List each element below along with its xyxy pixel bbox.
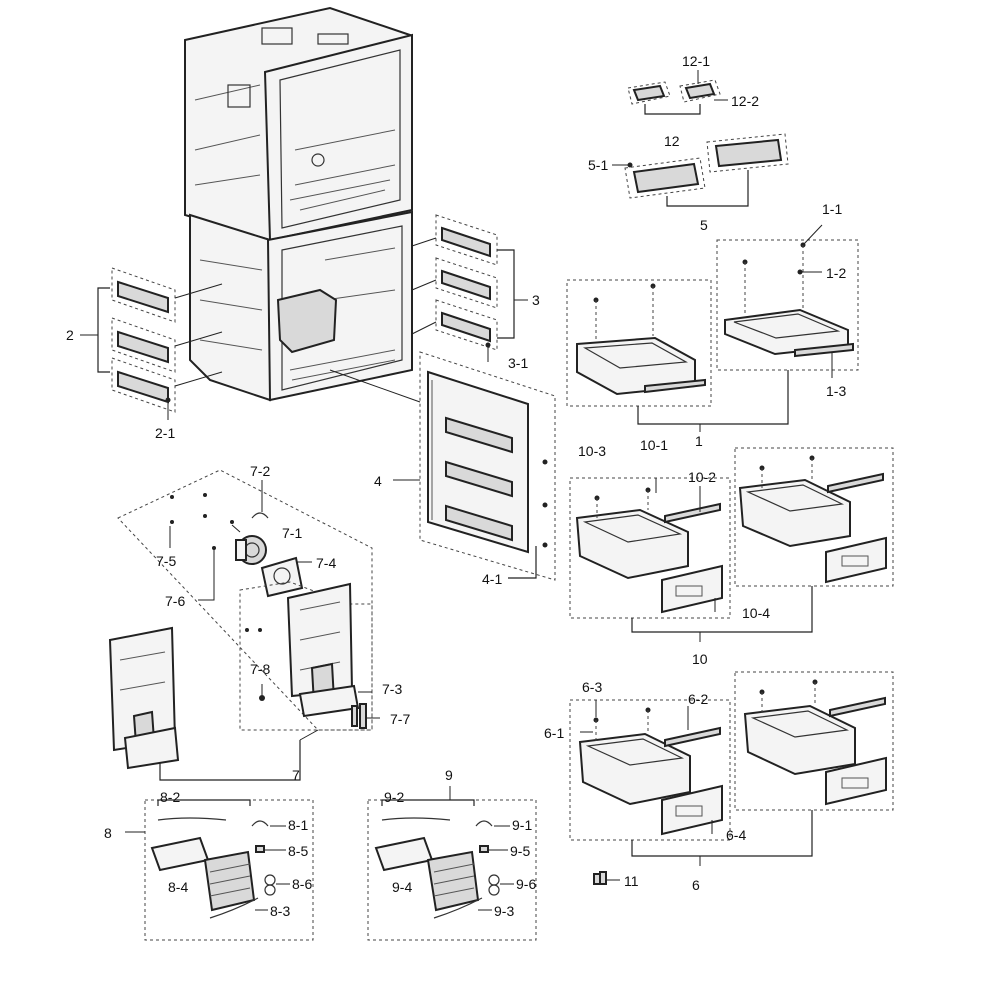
- callout-8-4: 8-4: [168, 879, 188, 895]
- callout-10-1: 10-1: [640, 437, 668, 453]
- callout-7-1: 7-1: [282, 525, 302, 541]
- callout-1: 1: [695, 433, 703, 449]
- callout-labels: 12-1 12-2 12 5-1 5 1-1 1-2 1-3 1 2 2-1 3…: [66, 53, 846, 919]
- callout-8-6: 8-6: [292, 876, 312, 892]
- upper-cabinet-inner-opening: [279, 49, 401, 229]
- callout-10-3: 10-3: [578, 443, 606, 459]
- part-7-evaporator-cover: [108, 469, 380, 781]
- part-2-rails: [80, 267, 223, 420]
- callout-1-2: 1-2: [826, 265, 846, 281]
- lower-cabinet-front-frame: [266, 210, 413, 402]
- callout-6: 6: [692, 877, 700, 893]
- callout-1-3: 1-3: [826, 383, 846, 399]
- callout-5: 5: [700, 217, 708, 233]
- callout-9-6: 9-6: [516, 876, 536, 892]
- callout-9: 9: [445, 767, 453, 783]
- part-4-panel: [329, 351, 556, 581]
- part-10-drawers: [569, 447, 894, 642]
- callout-5-1: 5-1: [588, 157, 608, 173]
- part-9-evaporator: [367, 786, 537, 941]
- callout-6-2: 6-2: [688, 691, 708, 707]
- callout-8: 8: [104, 825, 112, 841]
- lower-cabinet-side: [189, 213, 271, 402]
- callout-7-8: 7-8: [250, 661, 270, 677]
- callout-9-5: 9-5: [510, 843, 530, 859]
- upper-cabinet-front-frame: [263, 33, 413, 242]
- callout-3: 3: [532, 292, 540, 308]
- part-8-evaporator: [125, 799, 314, 941]
- callout-8-5: 8-5: [288, 843, 308, 859]
- callout-7-2: 7-2: [250, 463, 270, 479]
- callout-7-5: 7-5: [156, 553, 176, 569]
- part-11-clip: [593, 871, 620, 885]
- callout-10: 10: [692, 651, 708, 667]
- callout-10-2: 10-2: [688, 469, 716, 485]
- callout-9-3: 9-3: [494, 903, 514, 919]
- part-3-rails: [411, 214, 528, 362]
- callout-7-4: 7-4: [316, 555, 336, 571]
- lower-cabinet-center-bin: [276, 288, 338, 354]
- callout-8-1: 8-1: [288, 817, 308, 833]
- cabinet-assembly: [184, 6, 413, 402]
- callout-7-6: 7-6: [165, 593, 185, 609]
- callout-3-1: 3-1: [508, 355, 528, 371]
- callout-6-3: 6-3: [582, 679, 602, 695]
- callout-4-1: 4-1: [482, 571, 502, 587]
- callout-10-4: 10-4: [742, 605, 770, 621]
- callout-2: 2: [66, 327, 74, 343]
- callout-12-2: 12-2: [731, 93, 759, 109]
- callout-11: 11: [624, 873, 639, 889]
- callout-7: 7: [292, 767, 300, 783]
- callout-12-1: 12-1: [682, 53, 710, 69]
- callout-9-4: 9-4: [392, 879, 412, 895]
- callout-9-2: 9-2: [384, 789, 404, 805]
- part-12-and-5-covers: [612, 70, 789, 207]
- callout-2-1: 2-1: [155, 425, 175, 441]
- callout-7-7: 7-7: [390, 711, 410, 727]
- part-1-trays: [566, 224, 859, 432]
- callout-6-1: 6-1: [544, 725, 564, 741]
- callout-8-3: 8-3: [270, 903, 290, 919]
- callout-4: 4: [374, 473, 382, 489]
- callout-7-3: 7-3: [382, 681, 402, 697]
- callout-1-1: 1-1: [822, 201, 842, 217]
- callout-8-2: 8-2: [160, 789, 180, 805]
- part-6-drawers: [569, 671, 894, 866]
- callout-9-1: 9-1: [512, 817, 532, 833]
- callout-12: 12: [664, 133, 680, 149]
- callout-6-4: 6-4: [726, 827, 746, 843]
